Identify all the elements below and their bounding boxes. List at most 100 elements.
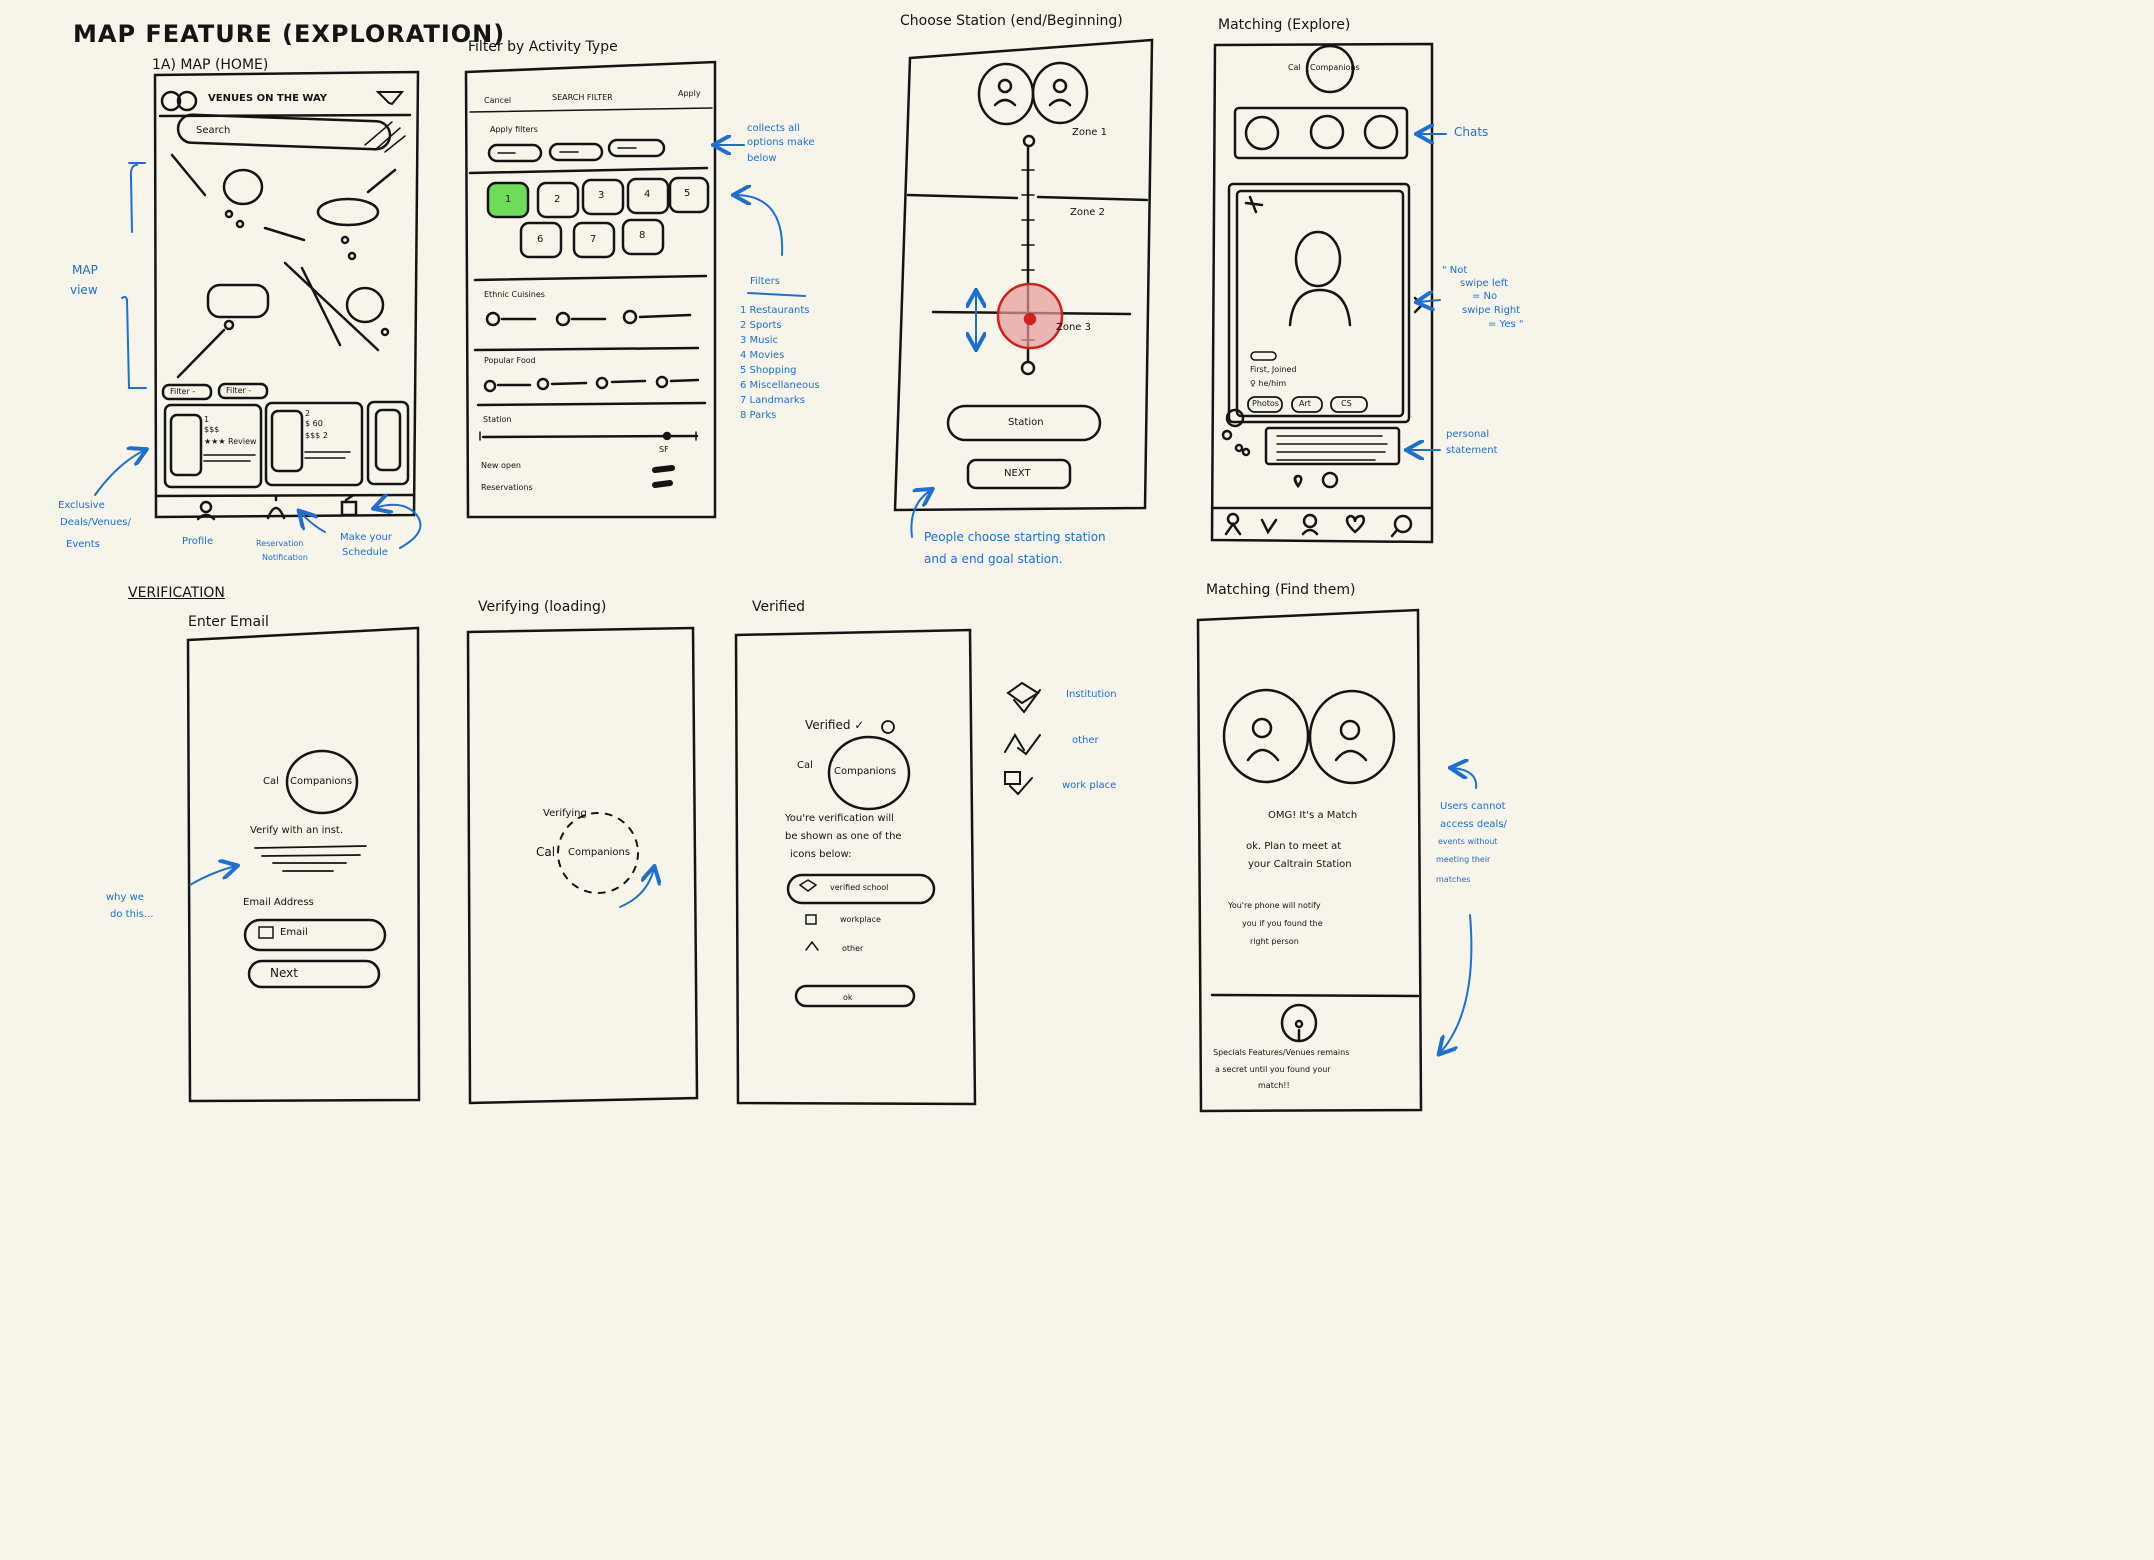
legend-workplace: work place — [1062, 780, 1117, 791]
swipe-note: swipe Right — [1462, 305, 1521, 316]
card-line: $$$ 2 — [305, 431, 328, 440]
verified-option[interactable]: workplace — [840, 915, 881, 924]
filter-number-3[interactable]: 3 — [598, 190, 605, 201]
swipe-note: = No — [1472, 291, 1498, 302]
enter-email-screen — [186, 626, 421, 1103]
secret-message: Specials Features/Venues remains — [1213, 1048, 1350, 1057]
filter-chip[interactable]: Filter - — [170, 387, 196, 396]
notify-message: You're phone will notify — [1228, 901, 1321, 910]
zone-3-label: Zone 3 — [1056, 322, 1091, 333]
station-note: and a end goal station. — [924, 552, 1063, 566]
legend-institution: Institution — [1066, 689, 1117, 700]
cancel-button[interactable]: Cancel — [484, 96, 512, 105]
find-screen — [1196, 608, 1423, 1113]
match-message: OMG! It's a Match — [1268, 810, 1358, 821]
legend-other: other — [1072, 735, 1099, 746]
collects-note: options make — [747, 137, 815, 148]
reservation-note: Reservation — [256, 539, 304, 548]
filters-list-item: 2 Sports — [740, 320, 782, 331]
matching-explore-title: Matching (Explore) — [1218, 17, 1351, 33]
verifying-logo: Cal — [536, 845, 556, 859]
notify-message: right person — [1250, 937, 1299, 946]
notify-message: you if you found the — [1242, 919, 1323, 928]
interest-tag: Art — [1299, 399, 1311, 408]
card-line: $$$ — [204, 425, 220, 434]
verified-screen — [734, 628, 1041, 1106]
card-line: $ 60 — [305, 419, 323, 428]
swipe-note: = Yes " — [1488, 319, 1524, 330]
verified-message: You're verification will — [785, 813, 894, 824]
card-line: 2 — [305, 409, 311, 418]
map-view-note: view — [70, 283, 98, 297]
verified-option[interactable]: verified school — [830, 883, 889, 892]
filter-title: Filter by Activity Type — [468, 39, 618, 55]
find-side-note: matches — [1436, 875, 1471, 884]
filter-number-7[interactable]: 7 — [590, 234, 597, 245]
search-input[interactable]: Search — [196, 125, 231, 136]
collects-note: collects all — [747, 123, 800, 134]
filters-list-item: 8 Parks — [740, 410, 777, 421]
verified-message: be shown as one of the — [785, 831, 902, 842]
collects-note: below — [747, 153, 777, 164]
verification-title: VERIFICATION — [128, 585, 225, 601]
filters-list-item: 1 Restaurants — [740, 305, 810, 316]
schedule-note: Schedule — [342, 547, 388, 558]
next-button[interactable]: NEXT — [1004, 468, 1031, 479]
ok-button[interactable]: ok — [843, 993, 853, 1002]
filter-screen — [464, 60, 717, 519]
apply-button[interactable]: Apply — [678, 89, 701, 98]
filter-number-6[interactable]: 6 — [537, 234, 544, 245]
filter-annotations — [715, 145, 806, 297]
explore-annotations — [1408, 134, 1447, 450]
verifying-text: Verifying — [543, 808, 587, 819]
email-field[interactable]: Email — [280, 927, 308, 938]
reservations-label: Reservations — [481, 483, 533, 492]
map-home-annotations — [94, 162, 422, 549]
plan-message: ok. Plan to meet at — [1246, 841, 1342, 852]
station-button[interactable]: Station — [1008, 417, 1044, 428]
explore-screen — [1210, 42, 1434, 544]
station-screen — [893, 38, 1154, 512]
station-note: People choose starting station — [924, 530, 1106, 544]
filter-chip[interactable]: Filter - — [226, 386, 252, 395]
matching-find-title: Matching (Find them) — [1206, 582, 1356, 598]
plan-message: your Caltrain Station — [1248, 859, 1352, 870]
apply-filters-label: Apply filters — [490, 125, 538, 134]
why-note: why we — [106, 892, 144, 903]
verifying-screen — [466, 626, 699, 1105]
verifying-title: Verifying (loading) — [478, 599, 607, 615]
swipe-note: swipe left — [1460, 278, 1509, 289]
profile-name: First, Joined — [1250, 365, 1297, 374]
map-view-note: MAP — [72, 263, 98, 277]
find-side-note: events without — [1438, 837, 1498, 846]
exclusive-note: Events — [66, 539, 100, 550]
schedule-note: Make your — [340, 532, 393, 543]
find-side-note: Users cannot — [1440, 801, 1506, 812]
map-home-screen — [153, 70, 420, 521]
verify-instruction: Verify with an inst. — [250, 825, 344, 836]
exclusive-note: Exclusive — [58, 500, 105, 511]
new-open-label: New open — [481, 461, 521, 470]
find-side-note: access deals/ — [1440, 819, 1507, 830]
swipe-note: " Not — [1442, 265, 1468, 276]
filter-number-4[interactable]: 4 — [644, 189, 651, 200]
filter-number-1[interactable]: 1 — [505, 194, 512, 205]
explore-logo: Cal — [1288, 63, 1301, 72]
filter-number-5[interactable]: 5 — [684, 188, 691, 199]
email-next-button[interactable]: Next — [270, 966, 298, 980]
filter-number-2[interactable]: 2 — [554, 194, 561, 205]
verifying-logo: Companions — [568, 847, 631, 858]
interest-tag: CS — [1341, 399, 1352, 408]
verified-heading: Verified ✓ — [805, 718, 865, 732]
verifying-annotations — [619, 868, 654, 908]
card-line: ★★★ Review — [204, 437, 257, 446]
station-label: Station — [483, 415, 512, 424]
reservation-note: Notification — [262, 553, 308, 562]
filter-number-8[interactable]: 8 — [639, 230, 646, 241]
email-label: Email Address — [243, 897, 314, 908]
verified-option[interactable]: other — [842, 944, 864, 953]
email-logo: Cal — [263, 776, 279, 787]
choose-station-title: Choose Station (end/Beginning) — [900, 13, 1123, 29]
map-home-title: 1A) MAP (HOME) — [152, 57, 269, 73]
explore-logo: Companions — [1310, 63, 1360, 72]
